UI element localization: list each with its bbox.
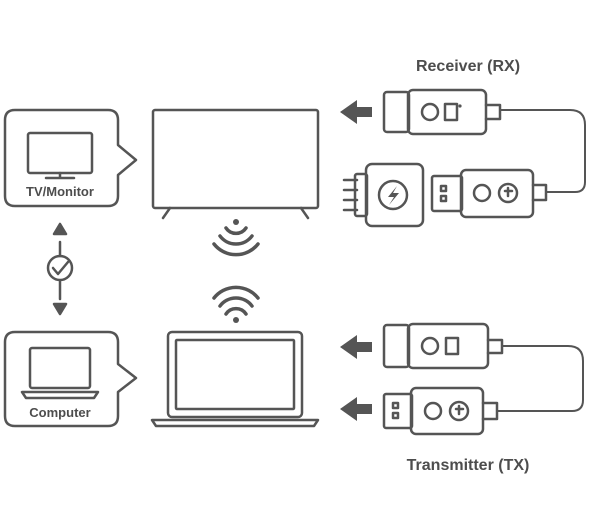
usb-plug-icon xyxy=(430,174,464,213)
transmitter-hdmi-dongle xyxy=(382,322,504,370)
usb-plug-icon xyxy=(382,392,414,430)
arrow-left-icon xyxy=(340,100,372,124)
arrow-left-icon xyxy=(340,335,372,359)
tv-card-frame xyxy=(3,108,138,208)
transmitter-cable xyxy=(496,345,584,412)
hdmi-plug-icon xyxy=(382,323,411,369)
transmitter-title: Transmitter (TX) xyxy=(407,457,530,474)
hdmi-plug-icon xyxy=(382,90,411,134)
receiver-title: Receiver (RX) xyxy=(416,58,520,75)
power-icon xyxy=(497,182,519,204)
arrow-left-icon xyxy=(340,397,372,421)
computer-card-frame xyxy=(3,330,138,428)
check-icon xyxy=(46,254,74,282)
wifi-icon xyxy=(212,285,260,323)
receiver-cable xyxy=(499,109,586,193)
tv-illustration xyxy=(151,108,320,220)
wifi-icon xyxy=(212,219,260,257)
receiver-hdmi-dongle xyxy=(382,88,502,136)
receiver-usb-plug xyxy=(430,168,548,219)
power-icon xyxy=(448,400,470,422)
bidirectional-link xyxy=(46,222,74,316)
laptop-illustration xyxy=(150,330,320,428)
power-adapter xyxy=(342,162,425,228)
monitor-icon xyxy=(26,131,94,180)
computer-card: Computer xyxy=(3,330,138,428)
arrow-up-icon xyxy=(52,222,68,236)
laptop-icon xyxy=(20,346,100,400)
lightning-icon xyxy=(388,186,399,205)
transmitter-usb-plug xyxy=(382,386,499,436)
tv-card-label: TV/Monitor xyxy=(26,184,94,199)
arrow-down-icon xyxy=(52,302,68,316)
computer-card-label: Computer xyxy=(29,405,90,420)
tv-monitor-card: TV/Monitor xyxy=(3,108,138,208)
